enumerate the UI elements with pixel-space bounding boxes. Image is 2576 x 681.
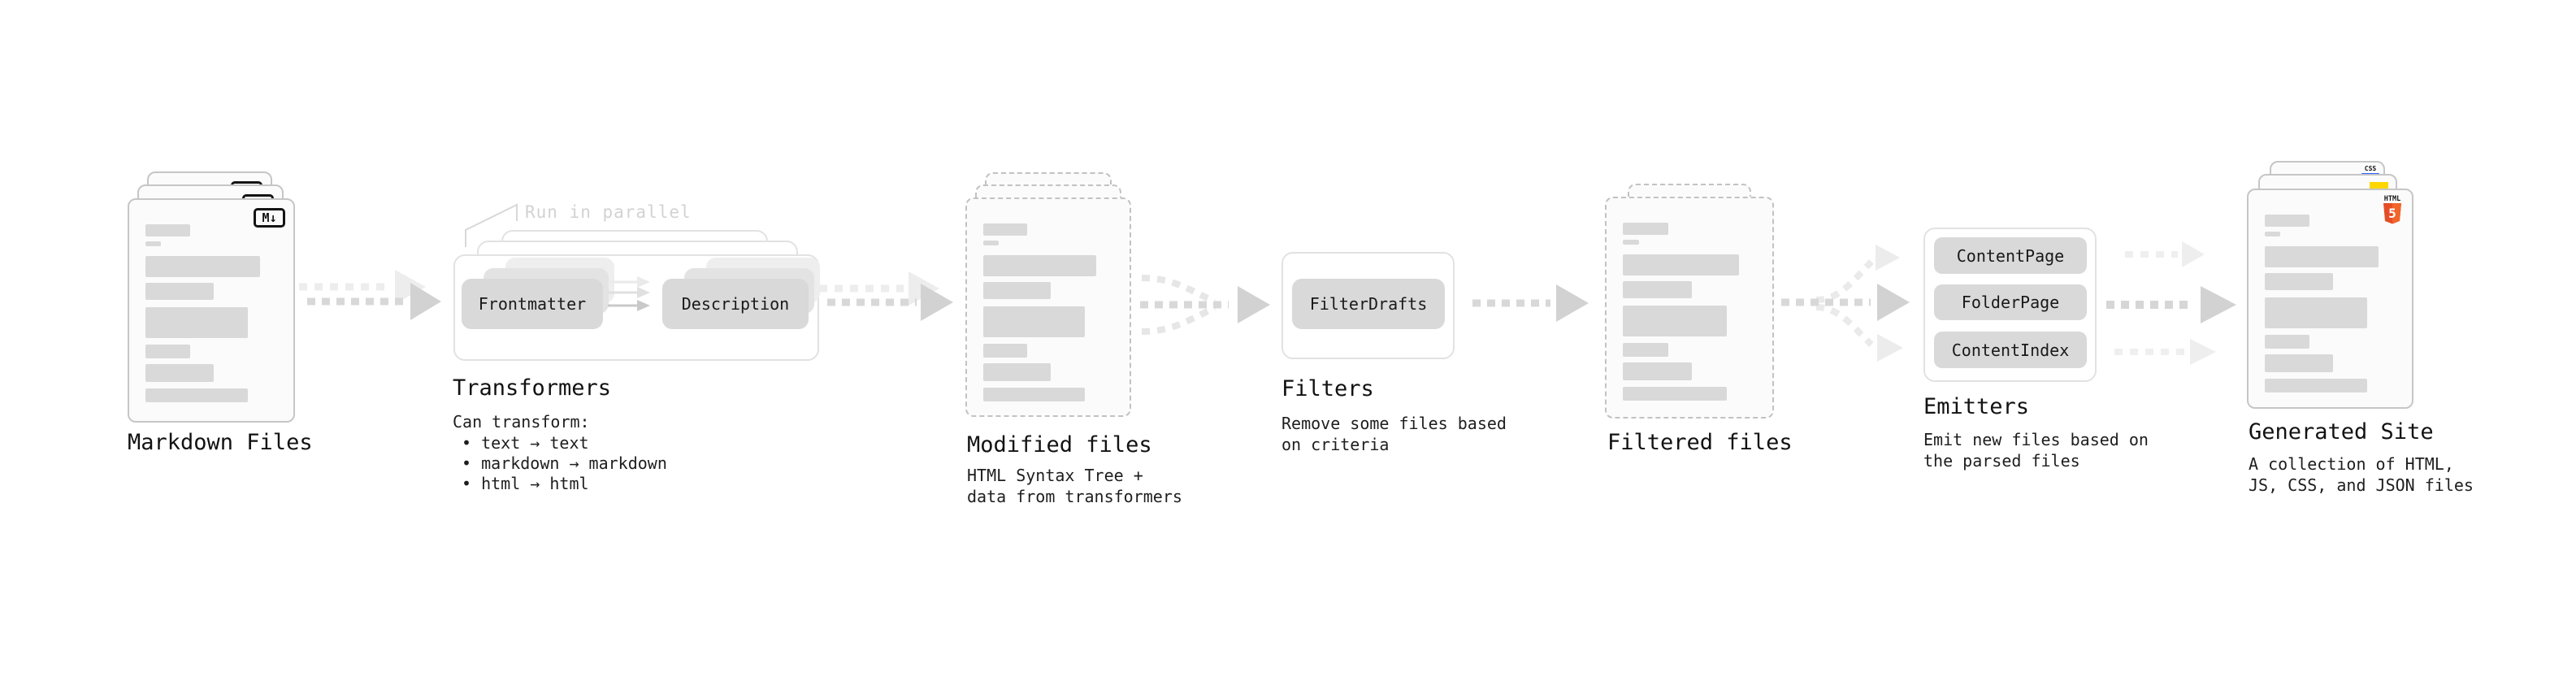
markdown-logo-text: M↓ — [262, 210, 277, 225]
doc-content-bar — [145, 224, 191, 236]
markdown-files-label: Markdown Files — [128, 430, 313, 455]
generated-doc-front: HTML 5 — [2247, 189, 2413, 409]
html5-logo-icon: HTML 5 — [2380, 193, 2405, 228]
doc-content-bar — [983, 363, 1052, 381]
doc-content-bar — [983, 241, 1000, 245]
emitters-label: Emitters — [1923, 394, 2030, 419]
doc-content-bar — [2265, 297, 2367, 328]
markdown-doc-front: M↓ — [128, 198, 295, 423]
run-in-parallel-label: Run in parallel — [525, 202, 692, 222]
doc-content-placeholder — [983, 223, 1113, 401]
arrow-transformers-to-modified — [819, 271, 953, 321]
filters-label: Filters — [1281, 376, 1374, 401]
doc-content-bar — [145, 241, 162, 246]
doc-content-bar — [2265, 335, 2309, 349]
doc-content-bar — [1623, 254, 1739, 275]
arrow-filtered-to-emitters — [1781, 245, 1910, 362]
filtered-files-label: Filtered files — [1607, 430, 1793, 455]
arrow-filters-to-filtered — [1472, 284, 1589, 322]
markdown-logo-icon: M↓ — [254, 208, 285, 228]
bullet-item: • markdown → markdown — [462, 453, 667, 473]
html5-logo-number: 5 — [2388, 206, 2396, 221]
css-logo-text: CSS — [2364, 165, 2377, 172]
doc-content-bar — [2265, 354, 2333, 372]
doc-content-bar — [1623, 387, 1727, 401]
doc-content-bar — [2265, 246, 2379, 267]
doc-content-bar — [2265, 232, 2281, 236]
modified-files-description: HTML Syntax Tree + data from transformer… — [967, 466, 1182, 506]
transformers-bullet-list: • text → text • markdown → markdown • ht… — [453, 433, 667, 494]
frontmatter-box: Frontmatter — [462, 279, 603, 329]
filters-description: Remove some files based on criteria — [1281, 414, 1507, 454]
doc-content-bar — [145, 364, 215, 382]
modified-doc-front — [965, 197, 1131, 417]
description-box: Description — [662, 279, 809, 329]
doc-content-bar — [1623, 240, 1639, 245]
filterdrafts-box: FilterDrafts — [1292, 279, 1445, 329]
bullet-item: • html → html — [462, 474, 589, 493]
contentindex-box: ContentIndex — [1934, 332, 2087, 368]
arrow-emitters-to-generated — [2106, 241, 2236, 365]
html5-logo-word: HTML — [2384, 195, 2400, 203]
doc-content-bar — [1623, 223, 1668, 235]
doc-content-bar — [1623, 362, 1693, 380]
doc-content-bar — [1623, 343, 1668, 357]
generated-site-label: Generated Site — [2249, 419, 2434, 445]
emitters-description: Emit new files based on the parsed files — [1923, 430, 2149, 471]
doc-content-bar — [145, 307, 249, 338]
doc-content-bar — [983, 223, 1028, 236]
doc-content-bar — [1623, 281, 1693, 298]
doc-content-placeholder — [1623, 223, 1756, 401]
doc-content-bar — [145, 388, 249, 402]
doc-content-bar — [983, 255, 1097, 276]
bullet-item: • text → text — [462, 433, 589, 453]
doc-content-bar — [2265, 215, 2309, 227]
doc-content-bar — [145, 283, 215, 300]
doc-content-bar — [2265, 379, 2367, 393]
filtered-doc-front — [1605, 197, 1774, 419]
doc-content-bar — [1623, 306, 1727, 336]
generated-site-description: A collection of HTML, JS, CSS, and JSON … — [2249, 454, 2474, 495]
folderpage-box: FolderPage — [1934, 284, 2087, 320]
doc-content-bar — [983, 282, 1052, 299]
doc-content-placeholder — [145, 224, 277, 402]
doc-content-bar — [2265, 273, 2333, 290]
doc-content-bar — [145, 256, 260, 277]
transformers-label: Transformers — [453, 375, 612, 401]
doc-content-bar — [983, 306, 1085, 337]
arrow-markdown-to-transformers — [299, 270, 441, 320]
transformers-intro: Can transform: — [453, 412, 590, 432]
arrow-modified-to-filters — [1140, 275, 1270, 335]
contentpage-box: ContentPage — [1934, 237, 2087, 274]
doc-content-bar — [983, 344, 1028, 358]
doc-content-placeholder — [2265, 215, 2396, 393]
doc-content-bar — [145, 345, 191, 358]
modified-files-label: Modified files — [967, 432, 1152, 458]
doc-content-bar — [983, 388, 1085, 401]
